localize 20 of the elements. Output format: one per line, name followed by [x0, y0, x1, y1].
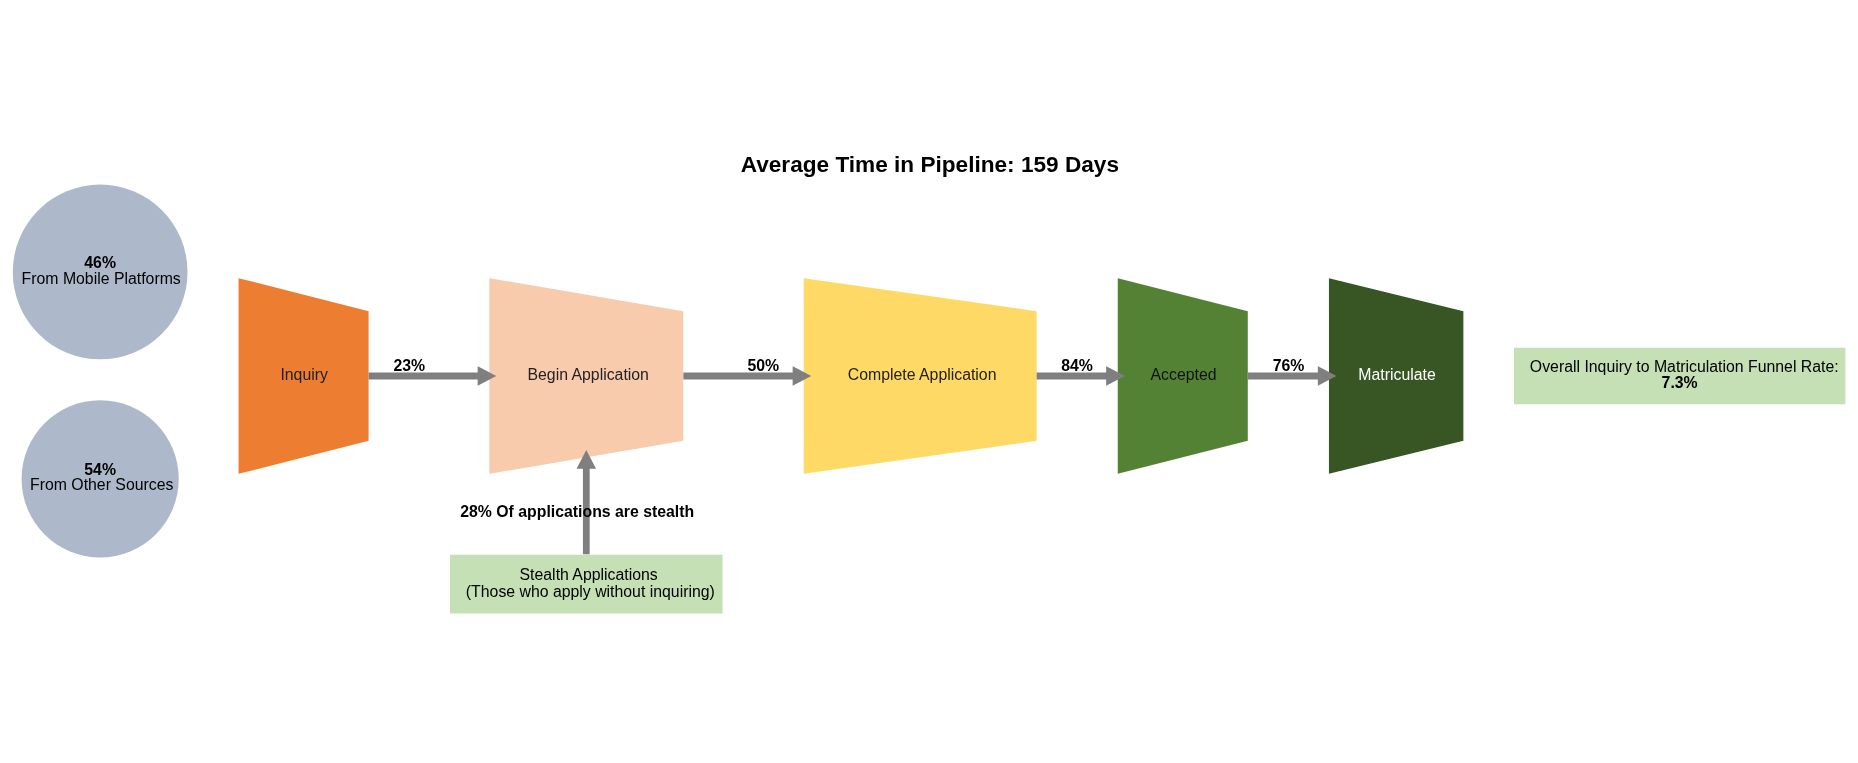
- edge-label: 84%: [1061, 356, 1093, 374]
- node-box: Complete Application: [803, 277, 1037, 474]
- node-box: Inquiry: [238, 277, 369, 474]
- node-box: Overall Inquiry to Matriculation Funnel Rate: 7.3%: [1514, 347, 1846, 404]
- diagram-title: Average Time in Pipeline: 159 Days: [740, 151, 1119, 177]
- node-circle: 54% From Other Sources: [21, 399, 179, 557]
- edge-label: 76%: [1272, 356, 1305, 374]
- node-box: Stealth Applications (Those who apply without inquiring): [450, 554, 723, 613]
- edge-label: 50%: [747, 356, 780, 374]
- node-box: Begin Application: [489, 277, 684, 474]
- edge-label: 23%: [393, 356, 426, 374]
- edge-label: 28% Of applications are stealth: [460, 502, 695, 520]
- arrow: [683, 365, 812, 386]
- arrow: [1036, 365, 1125, 386]
- node-box: Matriculate: [1328, 277, 1464, 474]
- node-box: Accepted: [1117, 277, 1248, 474]
- node-circle: 46% From Mobile Platforms: [12, 184, 188, 359]
- arrow: [1247, 365, 1337, 386]
- arrow: [576, 449, 597, 554]
- arrow: [368, 365, 497, 386]
